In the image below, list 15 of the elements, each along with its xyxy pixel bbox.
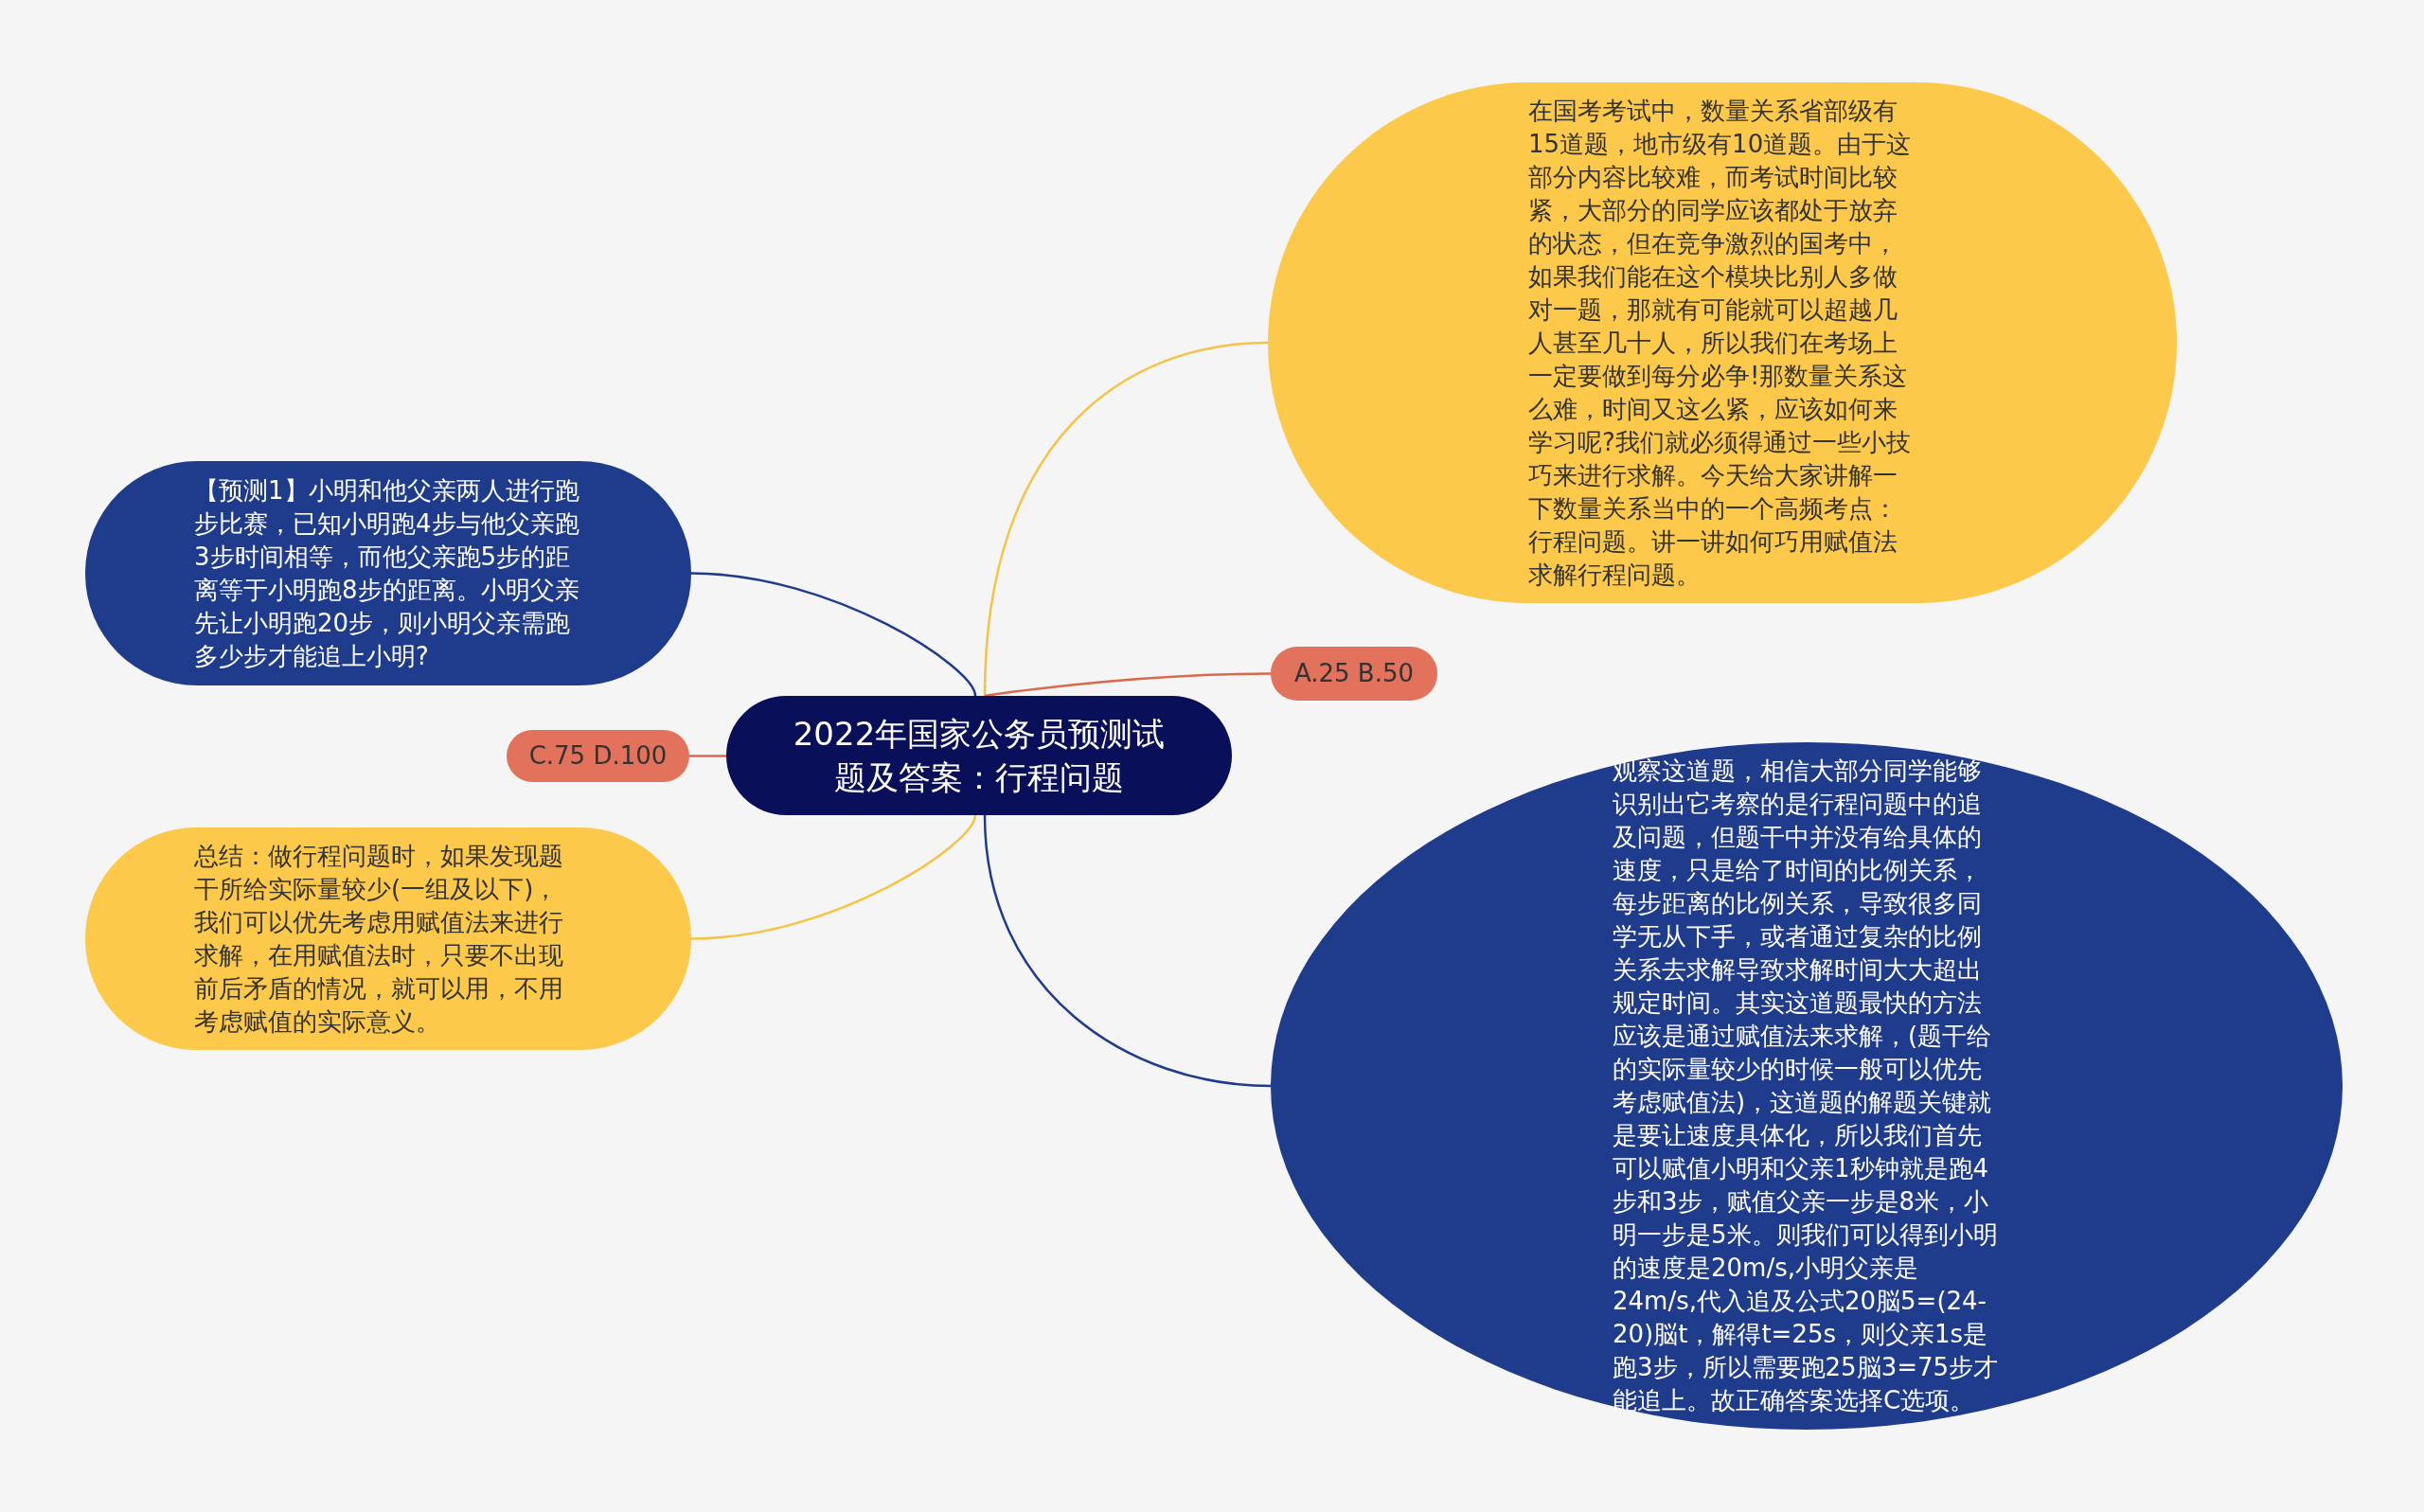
bubble-text: 【预测1】小明和他父亲两人进行跑步比赛，已知小明跑4步与他父亲跑3步时间相等，而他父亲跑5步的距离等于小明跑8步的距离。小明父亲先让小明跑20步，则小明父亲需跑多少步才能追上小明? (194, 474, 580, 672)
option-pill (1271, 647, 1437, 701)
option-pill (507, 730, 689, 782)
connector-line (690, 814, 977, 940)
bubble-text: C.75 D.100 (527, 740, 668, 772)
connector-line (983, 341, 1269, 697)
connector-line (689, 755, 726, 757)
bubble-text: 观察这道题，相信大部分同学能够识别出它考察的是行程问题中的追及问题，但题干中并没有给具体的速度，只是给了时间的比例关系，每步距离的比例关系，导致很多同学无从下手，或者通过复杂的比例关系去求解导致求解时间大大超出规定时间。其实这道题最快的方法应该是通过赋值法来求解，(题干给的实际量较少的时候一般可以优先考虑赋值法)，这道题的解题关键就是要让速度具体化，所以我们首先可以赋值小明和父亲1秒钟就是跑4步和3步，赋值父亲一步是8米，小明一步是5米。则我们可以得到小明的速度是20m/s,小明父亲是24m/s,代入追及公式20脳5=(24-20)脳t，解得t=25s，则父亲1s是跑3步，所以需要跑25脳3=75步才能追上。故正确答案选择C选项。 (1613, 756, 2000, 1416)
connector-line (983, 814, 1272, 1088)
bubble-text: 总结：做行程问题时，如果发现题干所给实际量较少(一组及以下)，我们可以优先考虑用赋值法来进行求解，在用赋值法时，只要不出现前后矛盾的情况，就可以用，不用考虑赋值的实际意义。 (194, 840, 564, 1038)
connector-line (984, 672, 1271, 698)
connector-line (690, 572, 977, 697)
bubble-text: A.25 B.50 (1292, 658, 1416, 689)
bubble-text: 2022年国家公务员预测试题及答案：行程问题 (792, 714, 1167, 798)
bubble-text: 在国考考试中，数量关系省部级有15道题，地市级有10道题。由于这部分内容比较难，而考试时间比较紧，大部分的同学应该都处于放弃的状态，但在竞争激烈的国考中，如果我们能在这个模块比别人多做对一题，那就有可能就可以超越几人甚至几十人，所以我们在考场上一定要做到每分必争!那数量关系这么难，时间又这么紧，应该如何来学习呢?我们就必须得通过一些小技巧来进行求解。今天给大家讲解一下数量关系当中的一个高频考点：行程问题。讲一讲如何巧用赋值法求解行程问题。 (1528, 95, 1913, 591)
